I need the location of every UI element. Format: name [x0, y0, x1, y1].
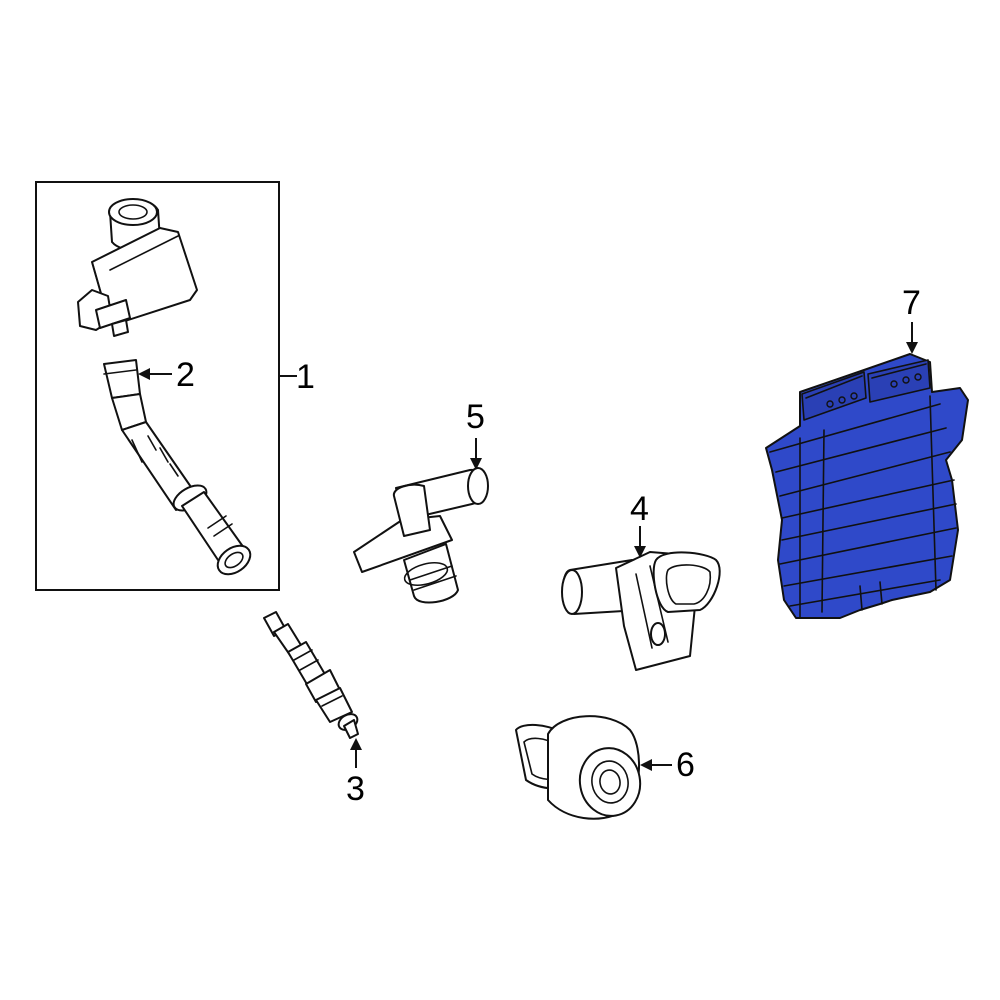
engine-control-module[interactable]: [765, 353, 969, 619]
callout-7-arrowhead: [906, 342, 918, 354]
callout-7-label: 7: [902, 284, 921, 322]
ignition-coil[interactable]: [77, 198, 198, 337]
callout-3-label: 3: [346, 770, 365, 808]
callout-6-arrowhead: [640, 759, 652, 771]
callout-3-arrowhead: [350, 738, 362, 750]
callout-1-label: 1: [296, 358, 315, 396]
callout-5-label: 5: [466, 398, 485, 436]
callout-4-label: 4: [630, 490, 649, 528]
knock-sensor[interactable]: [515, 715, 645, 821]
callout-6-label: 6: [676, 746, 695, 784]
ignition-coil-group-box: [35, 181, 280, 591]
spark-plug[interactable]: [263, 611, 360, 739]
callout-2-label: 2: [176, 356, 195, 394]
callout-4-arrowhead: [634, 546, 646, 558]
crankshaft-position-sensor[interactable]: [561, 551, 721, 671]
callout-2-arrowhead: [138, 368, 150, 380]
coil-boot[interactable]: [103, 359, 256, 580]
callout-5-arrowhead: [470, 458, 482, 470]
camshaft-position-sensor[interactable]: [353, 467, 489, 604]
